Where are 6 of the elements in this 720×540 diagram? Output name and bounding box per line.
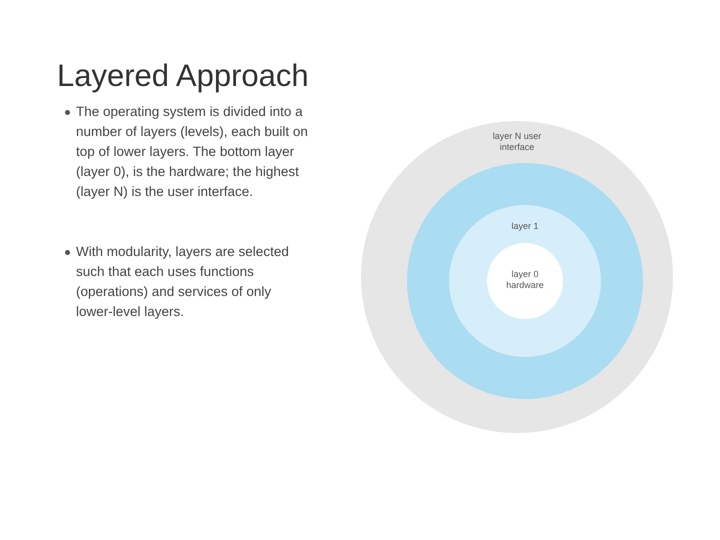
bullet-text: The operating system is divided into a number of layers (levels), each built on top of lower layers. The bottom layer (layer 0), is the hardware; the highest (layer N) is the user interface. (76, 104, 308, 199)
layer-label: layer N user interface (492, 131, 542, 153)
bullet-text: With modularity, layers are selected such that each uses functions (operations) and services of only lower-level layers. (76, 244, 289, 319)
layer-label: layer 1 (510, 221, 540, 232)
layer-label: layer 0 hardware (505, 269, 545, 291)
slide-title: Layered Approach (57, 58, 309, 94)
